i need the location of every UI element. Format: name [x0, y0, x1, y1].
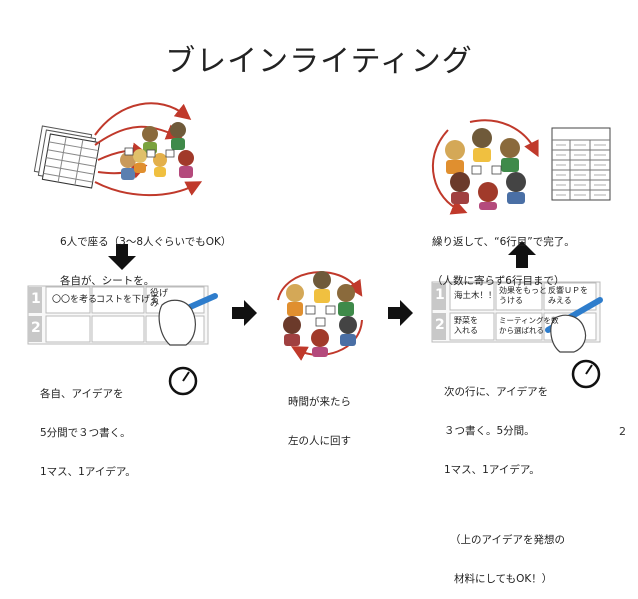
step5-note: （上のアイデアを発想の	[450, 534, 565, 546]
sheet-cell-text: 役げ み	[150, 289, 169, 309]
step1-line: 各自が、シートを。	[60, 275, 155, 287]
diagram-graphics	[27, 102, 611, 396]
step1-caption: 6人で座る（3〜8人ぐらいでもOK） 各自が、シートを。	[60, 210, 231, 301]
step4-line: 繰り返して、“6行目”で完了。	[432, 236, 575, 248]
timer-icon	[168, 366, 198, 396]
group-of-people-icon	[120, 122, 194, 180]
step4-caption: 繰り返して、“6行目”で完了。 （人数に寄らず6行目まで）	[432, 210, 575, 301]
step1-line: 6人で座る（3〜8人ぐらいでもOK）	[60, 236, 232, 248]
step5-line: 次の行に、アイデアを	[444, 386, 549, 398]
sheet-cell-text: ミーティングを数 から選ばれる	[499, 316, 559, 335]
rotating-group-icon	[277, 271, 363, 361]
step2-line: 各自、アイデアを	[40, 388, 124, 400]
down-arrow-icon	[108, 244, 136, 270]
sheet-cell-text: 野菜を 入れる	[454, 316, 478, 335]
page-number: 2	[619, 425, 626, 438]
up-arrow-icon	[508, 241, 536, 268]
step5-caption: 次の行に、アイデアを ３つ書く。5分間。 1マス、1アイデア。 （上のアイデアを…	[444, 360, 565, 599]
sheet-stack-icon	[33, 125, 101, 189]
timer-icon	[571, 359, 601, 389]
hand-with-pen-icon	[545, 297, 603, 353]
step3-line: 左の人に回す	[288, 435, 351, 447]
step5-line: 1マス、1アイデア。	[444, 464, 540, 476]
row-label: 1	[435, 287, 445, 303]
right-arrow-icon	[388, 300, 413, 326]
step2-line: 5分間で３つ書く。	[40, 427, 131, 439]
step2-caption: 各自、アイデアを 5分間で３つ書く。 1マス、1アイデア。	[40, 362, 136, 492]
step2-line: 1マス、1アイデア。	[40, 466, 136, 478]
sheet-cell-text: 反響ＵＰを みえる	[548, 286, 588, 305]
row-label: 2	[435, 317, 445, 333]
step3-line: 時間が来たら	[288, 396, 351, 408]
right-arrow-icon	[232, 300, 257, 326]
row-label: 2	[31, 320, 41, 336]
step4-line: （人数に寄らず6行目まで）	[432, 275, 565, 287]
step5-note: 材料にしてもOK！）	[454, 573, 553, 585]
sheet-cell-text: 効果をもっと うける	[499, 286, 547, 305]
sheet-cell-text: コストを下げる	[96, 295, 160, 305]
page-title: ブレインライティング	[165, 44, 473, 79]
step3-caption: 時間が来たら 左の人に回す	[288, 370, 351, 461]
sheet-cell-text: 〇〇を考る	[52, 295, 98, 305]
row-label: 1	[31, 291, 41, 307]
hand-with-pen-icon	[158, 293, 218, 346]
completed-sheet-icon	[551, 127, 611, 201]
sheet-cell-text: 海土木！！	[454, 291, 497, 301]
repeating-group-icon	[431, 119, 539, 215]
step5-line: ３つ書く。5分間。	[444, 425, 535, 437]
